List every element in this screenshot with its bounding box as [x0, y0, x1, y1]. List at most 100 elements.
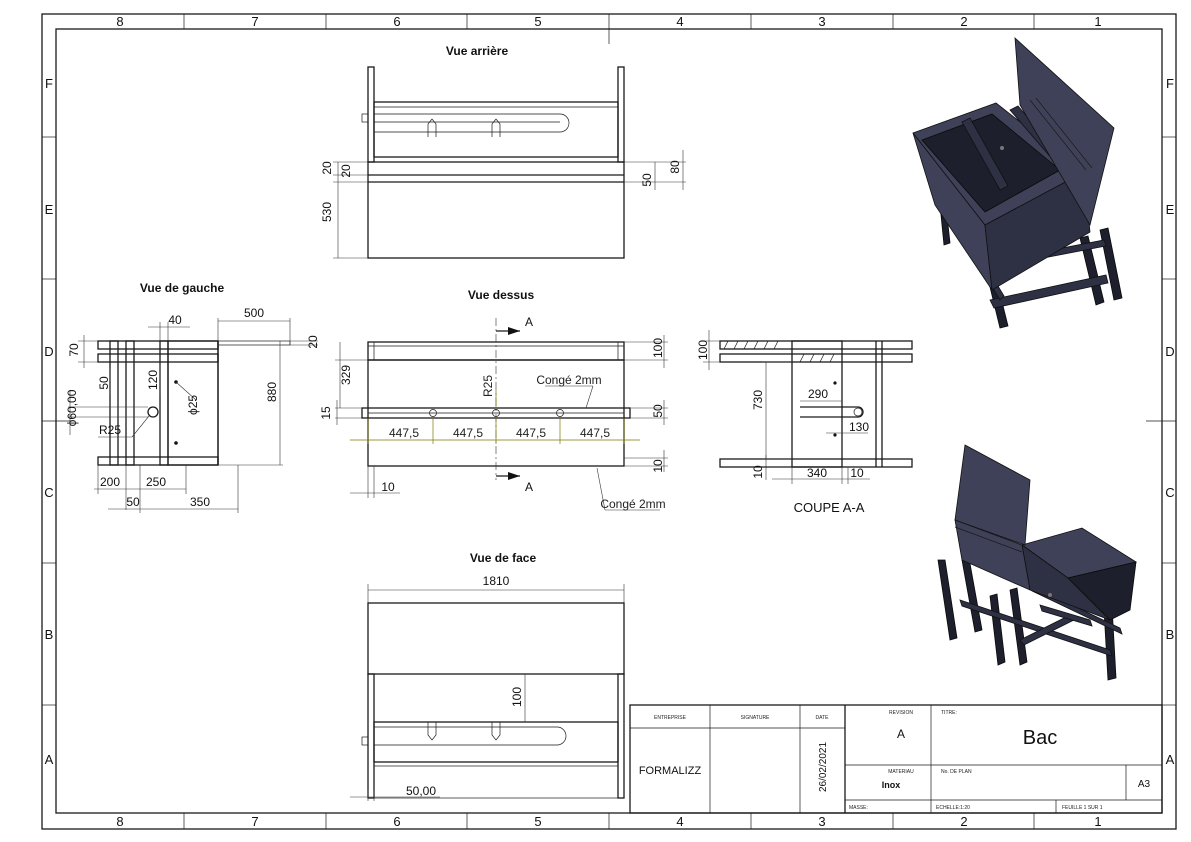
col-label: 4: [676, 814, 683, 829]
dim-label: 530: [320, 202, 334, 222]
row-label: C: [1165, 485, 1174, 500]
title-block: ENTREPRISE SIGNATURE DATE REVISION TITRE…: [629, 704, 1163, 814]
rear-view: Vue arrière 20 20 530 50 80: [320, 44, 686, 259]
dim-label: 20: [339, 164, 353, 178]
section-view-title: COUPE A-A: [794, 500, 865, 515]
row-label: E: [45, 202, 54, 217]
dim-label: 10: [381, 480, 395, 494]
dim-label: 290: [808, 387, 828, 401]
col-label: 8: [116, 814, 123, 829]
revision-value: A: [897, 727, 905, 741]
dim-label: 100: [510, 687, 524, 707]
dim-label: 447,5: [580, 426, 610, 440]
dim-label: 20: [306, 335, 320, 349]
dim-label: 500: [244, 306, 264, 320]
dim-label: 50: [651, 404, 665, 418]
row-label: F: [45, 76, 53, 91]
dim-label: 40: [168, 313, 182, 327]
dim-label: 329: [339, 365, 353, 385]
section-marker: A: [525, 480, 533, 494]
date-label: DATE: [816, 715, 830, 721]
materiau-value: Inox: [882, 780, 901, 790]
zone-ticks: [42, 14, 1176, 829]
dim-label: 10: [751, 465, 765, 479]
col-label: 6: [393, 814, 400, 829]
dim-label: 100: [696, 340, 710, 360]
col-label: 8: [116, 14, 123, 29]
no-plan-label: No. DE PLAN: [941, 769, 972, 775]
dim-label: 447,5: [389, 426, 419, 440]
row-label: D: [44, 344, 53, 359]
dim-label: 880: [265, 382, 279, 402]
titre-value: Bac: [1023, 727, 1057, 749]
dim-label: 100: [651, 338, 665, 358]
dim-label: 200: [100, 475, 120, 489]
row-label: E: [1166, 202, 1175, 217]
section-view: 100 730 290 130 10 340 10 COUPE A-A: [696, 330, 913, 515]
dim-label: 50: [640, 173, 654, 187]
rear-view-title: Vue arrière: [446, 44, 509, 58]
revision-label: REVISION: [889, 710, 913, 716]
dim-label: Congé 2mm: [600, 497, 665, 511]
dim-label: 20: [320, 161, 334, 175]
dim-label: 120: [146, 370, 160, 390]
dim-label: Congé 2mm: [536, 373, 601, 387]
dim-label: 130: [849, 420, 869, 434]
echelle-value: ECHELLE:1:20: [936, 805, 970, 811]
col-label: 6: [393, 14, 400, 29]
masse-label: MASSE:: [849, 805, 868, 811]
dim-label: 50: [97, 376, 111, 390]
col-label: 1: [1094, 14, 1101, 29]
dim-label: 1810: [483, 574, 510, 588]
section-marker: A: [525, 315, 533, 329]
dim-label: 250: [146, 475, 166, 489]
signature-label: SIGNATURE: [741, 715, 770, 721]
dim-label: R25: [481, 375, 495, 397]
row-label: D: [1165, 344, 1174, 359]
col-label: 4: [676, 14, 683, 29]
dim-label: 730: [751, 390, 765, 410]
row-label: A: [45, 752, 54, 767]
dim-label: 447,5: [516, 426, 546, 440]
top-view-title: Vue dessus: [468, 288, 535, 302]
dim-label: 70: [67, 343, 81, 357]
isometric-view-top: [912, 37, 1123, 329]
col-label: 5: [534, 814, 541, 829]
dim-label: R25: [99, 423, 121, 437]
col-label: 7: [251, 814, 258, 829]
front-view-title: Vue de face: [470, 551, 537, 565]
date-value: 26/02/2021: [818, 742, 829, 792]
dim-label: ϕ25: [186, 395, 200, 415]
dim-label: 80: [668, 160, 682, 174]
entreprise-label: ENTREPRISE: [654, 715, 687, 721]
entreprise-value: FORMALIZZ: [639, 765, 702, 777]
dim-label: 15: [319, 406, 333, 420]
feuille-value: FEUILLE 1 SUR 1: [1062, 805, 1103, 811]
dim-label: 50: [126, 495, 140, 509]
materiau-label: MATERIAU: [888, 769, 914, 775]
hatch: [723, 340, 835, 363]
format-value: A3: [1138, 779, 1151, 790]
dim-label: 10: [850, 466, 864, 480]
dim-label: 340: [807, 466, 827, 480]
left-view: Vue de gauche 500 40 20 880 70 50: [65, 281, 320, 513]
row-label: B: [1166, 627, 1175, 642]
col-label: 7: [251, 14, 258, 29]
dim-label: 350: [190, 495, 210, 509]
col-label: 2: [960, 14, 967, 29]
dim-label: 447,5: [453, 426, 483, 440]
col-label: 5: [534, 14, 541, 29]
dim-label: 10: [651, 459, 665, 473]
row-label: F: [1166, 76, 1174, 91]
dim-label: ϕ60,00: [65, 389, 79, 426]
top-view: Vue dessus A A 329 15 R25 Congé 2mm: [319, 288, 668, 511]
isometric-view-bottom: [937, 444, 1138, 681]
row-label: C: [44, 485, 53, 500]
row-label: B: [45, 627, 54, 642]
col-label: 3: [818, 814, 825, 829]
left-view-title: Vue de gauche: [140, 281, 225, 295]
front-view: Vue de face 1810 100 50,00: [350, 551, 625, 801]
col-label: 3: [818, 14, 825, 29]
col-label: 2: [960, 814, 967, 829]
